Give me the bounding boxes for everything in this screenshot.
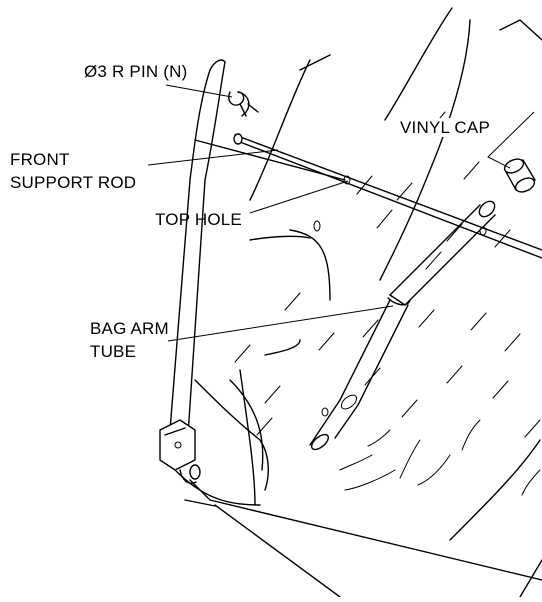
vinyl-cap-label: VINYL CAP [398,118,492,137]
pin-label: Ø3 R PIN (N) [84,62,188,81]
front-support-rod-label-line2: SUPPORT ROD [10,173,137,192]
vinyl-cap [503,158,536,193]
front-support-rod [233,133,542,259]
bag-frame [174,7,542,598]
leader-lines [147,84,535,342]
hinge-block [159,419,201,484]
bag-arm-tube [309,200,496,451]
front-support-rod-label-line1: FRONT [10,150,70,169]
bag-arm-tube-label-line2: TUBE [90,342,137,361]
main-frame-tube [169,54,346,436]
r-pin [228,91,259,117]
top-hole-label: TOP HOLE [155,210,242,229]
bag-arm-tube-label-line1: BAG ARM [90,319,169,338]
